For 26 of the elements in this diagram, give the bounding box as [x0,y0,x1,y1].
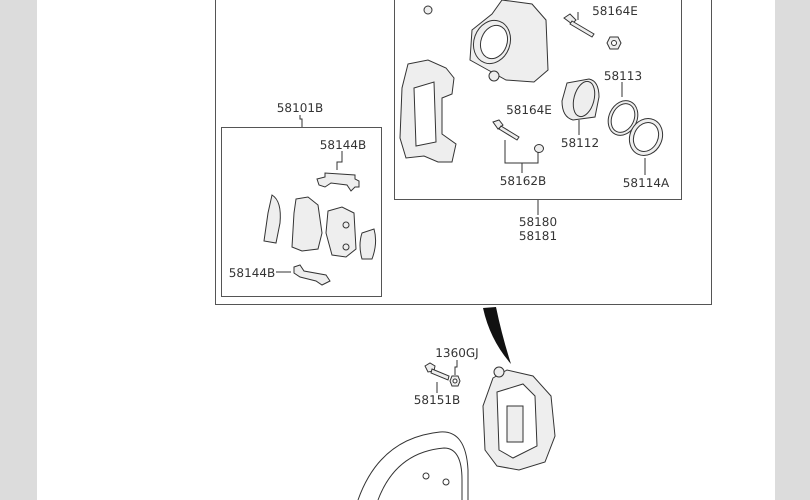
part-group-frame [221,127,382,297]
clip-drawing [315,171,361,193]
callout-number: 58151B [412,393,462,407]
callout-number: 58101B [275,101,325,115]
callout-number: 58112 [557,136,603,150]
dust-boot-drawing [627,116,665,159]
leader-line [336,150,342,170]
callout-number: 58144B [318,138,368,152]
callout-number: 58113 [600,69,646,83]
callout-number: 58144B [227,266,277,280]
callout-number: 58180 58181 [513,215,563,243]
leader-line [522,152,538,174]
leader-line [644,158,646,176]
callout-number: 58162B [498,174,548,188]
leader-line [578,120,580,136]
clip-drawing [292,263,332,287]
guide-pin-drawing [491,119,521,141]
leader-line [300,114,302,128]
leader-line [454,360,458,376]
callout-number: 58114A [621,176,671,190]
callout-number: 1360GJ [432,346,482,360]
leader-line [436,382,438,394]
piston-drawing [559,77,601,121]
callout-number: 58164E [505,103,553,117]
bolt-drawing [424,362,450,382]
callout-number: 58164E [591,4,639,18]
